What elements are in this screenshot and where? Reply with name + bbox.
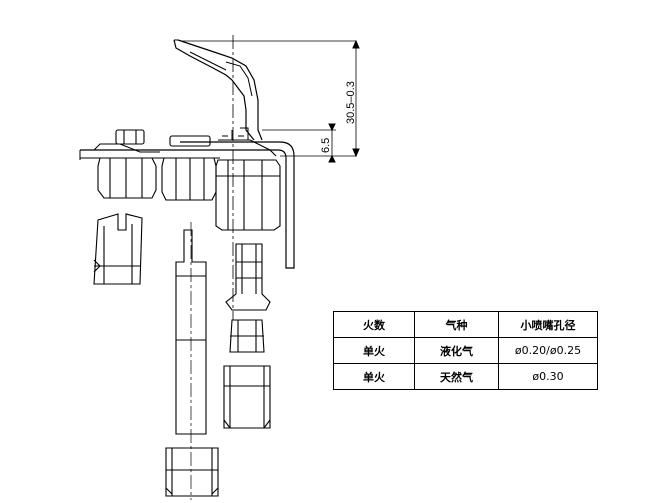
cell-nozzle-diameter: ø0.20/ø0.25: [498, 337, 598, 364]
cell-gas-type: 天然气: [414, 363, 499, 390]
spec-table: 火数 气种 小喷嘴孔径 单火 液化气 ø0.20/ø0.25 单火 天然气 ø0…: [333, 311, 598, 390]
nozzle-pin: [225, 243, 271, 311]
small-sleeve: [229, 319, 265, 353]
total-height-label: 30.5–0.3: [345, 81, 357, 124]
header-nozzle-diameter: 小喷嘴孔径: [498, 311, 598, 338]
header-flame-count: 火数: [333, 311, 415, 338]
bottom-nut-right: [223, 365, 271, 429]
dimension-lines: [182, 39, 360, 163]
left-nut: [97, 129, 157, 199]
short-height-label: 6.5: [320, 138, 332, 153]
middle-nut: [161, 135, 217, 201]
header-gas-type: 气种: [414, 311, 499, 338]
long-shaft: [175, 222, 207, 500]
electrode-sleeve: [93, 213, 143, 285]
bottom-nut-left: [165, 447, 219, 497]
probe-tip: [173, 39, 263, 141]
right-nut: [215, 135, 281, 231]
table-header-row: 火数 气种 小喷嘴孔径: [333, 311, 598, 338]
table-row: 单火 液化气 ø0.20/ø0.25: [333, 337, 598, 364]
cell-nozzle-diameter: ø0.30: [498, 363, 598, 390]
cell-gas-type: 液化气: [414, 337, 499, 364]
table-row: 单火 天然气 ø0.30: [333, 363, 598, 390]
cell-flame-count: 单火: [333, 363, 415, 390]
cell-flame-count: 单火: [333, 337, 415, 364]
